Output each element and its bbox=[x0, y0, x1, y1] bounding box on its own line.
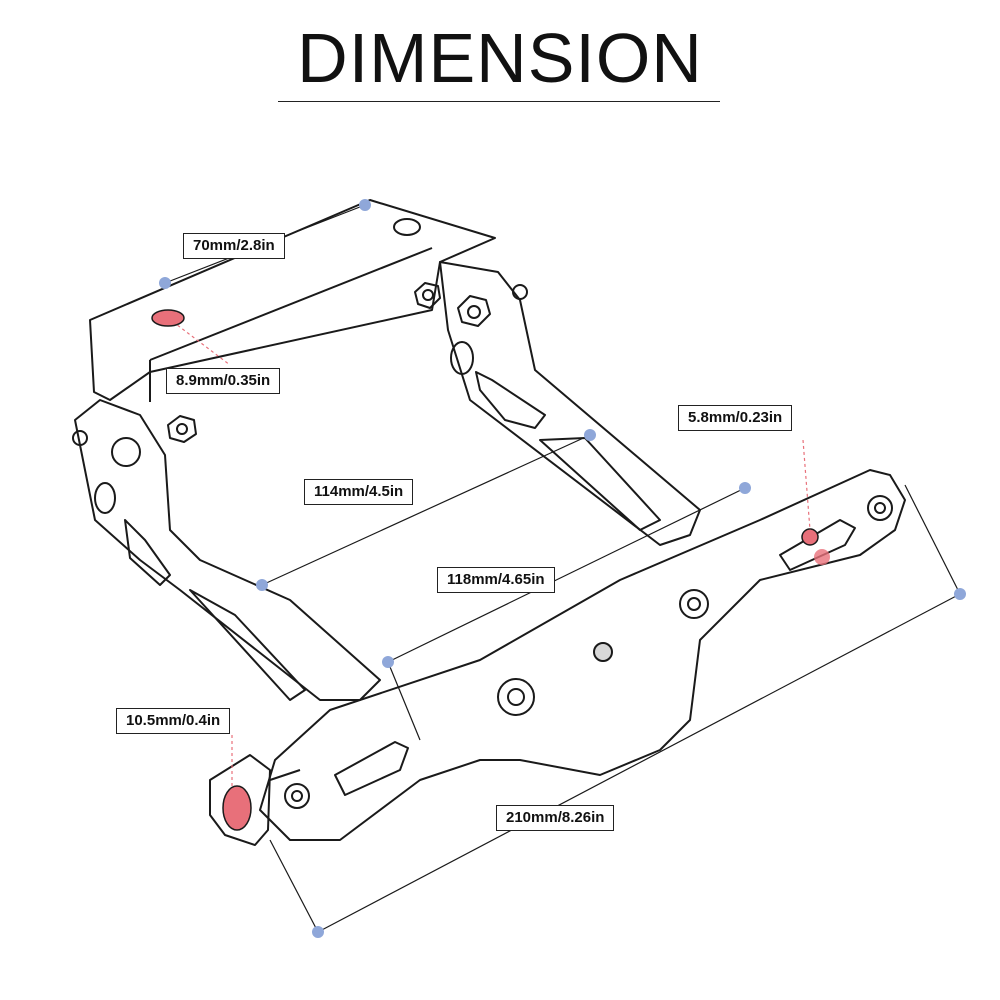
leader-5-8 bbox=[802, 439, 811, 531]
label-plate-length: 210mm/8.26in bbox=[496, 805, 615, 831]
point-118-b bbox=[739, 482, 751, 494]
dim-line-118 bbox=[387, 487, 746, 663]
title-underline bbox=[278, 101, 720, 102]
label-inner-span: 118mm/4.65in bbox=[437, 567, 555, 593]
label-slot-hole: 5.8mm/0.23in bbox=[678, 405, 793, 431]
page-title: DIMENSION bbox=[297, 19, 703, 97]
point-210-a bbox=[312, 926, 324, 938]
dim-line-114 bbox=[261, 434, 591, 586]
point-70-a bbox=[159, 277, 171, 289]
label-mount-hole: 10.5mm/0.4in bbox=[116, 708, 231, 734]
mount-hole-highlight bbox=[222, 785, 252, 831]
leader-8-9 bbox=[167, 317, 231, 366]
point-210-b bbox=[954, 588, 966, 600]
point-114-a bbox=[256, 579, 268, 591]
point-114-b bbox=[584, 429, 596, 441]
left-arm bbox=[74, 399, 381, 701]
top-plate bbox=[89, 199, 496, 401]
mount-block bbox=[209, 754, 271, 846]
slot-hole-highlight bbox=[801, 528, 819, 546]
license-plate-bracket bbox=[259, 469, 906, 841]
label-top-width: 70mm/2.8in bbox=[183, 233, 285, 259]
dim-line-210 bbox=[317, 593, 961, 933]
top-plate-hole bbox=[393, 218, 421, 236]
nut-left bbox=[167, 415, 197, 443]
label-top-hole: 8.9mm/0.35in bbox=[166, 368, 281, 394]
right-arm bbox=[439, 261, 701, 546]
nut-right-a bbox=[414, 282, 441, 309]
point-70-b bbox=[359, 199, 371, 211]
label-arm-length: 114mm/4.5in bbox=[304, 479, 414, 505]
point-118-a bbox=[382, 656, 394, 668]
nut-right-b bbox=[457, 295, 491, 327]
